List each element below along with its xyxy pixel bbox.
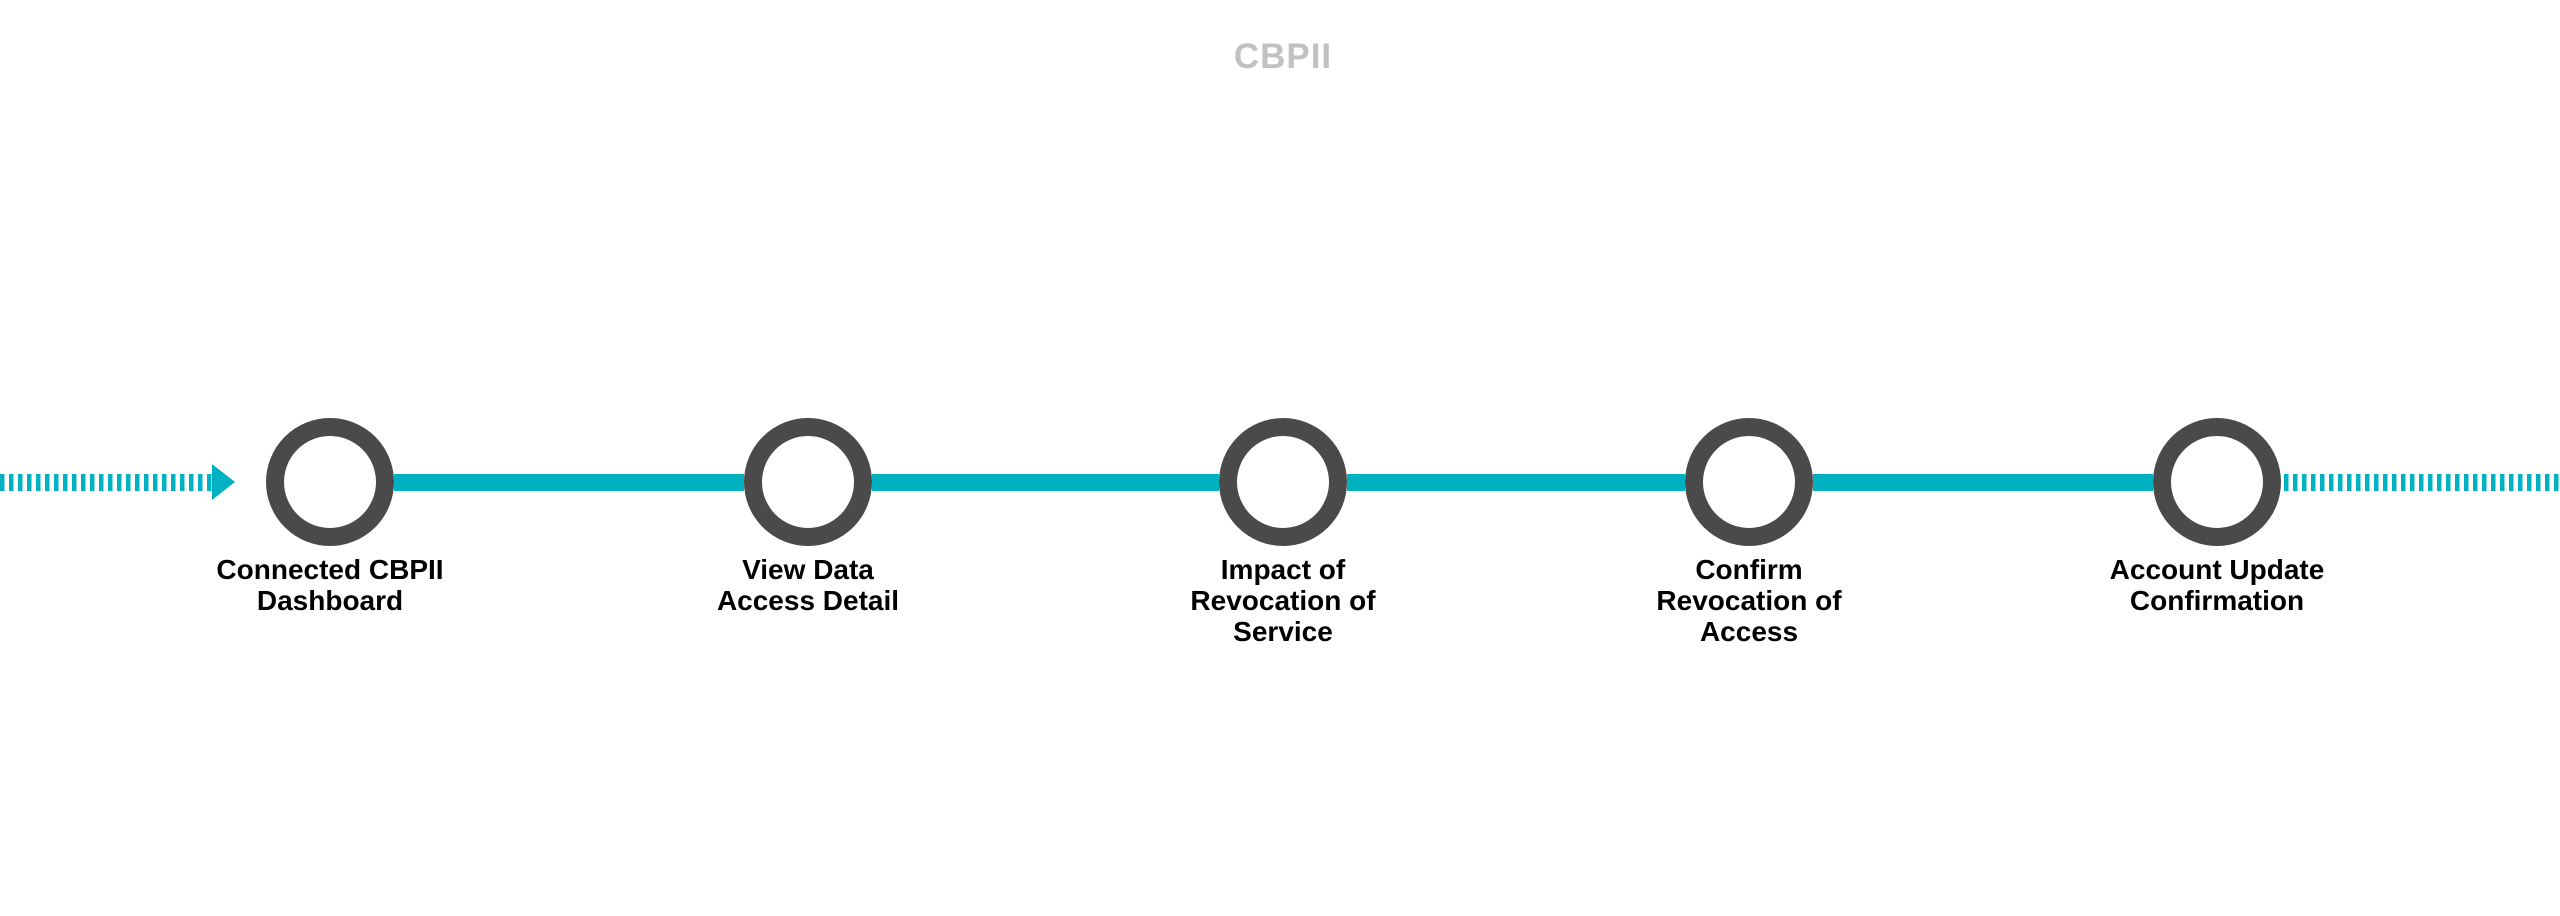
step-label: View Data Access Detail — [716, 554, 900, 616]
step-circle-connected-cbpii-dashboard — [266, 418, 394, 546]
flow-arrowhead-icon — [212, 464, 235, 500]
diagram-title: CBPII — [1233, 37, 1333, 76]
connector-line — [394, 474, 744, 491]
step-circle-confirm-revocation — [1685, 418, 1813, 546]
step-label: Connected CBPII Dashboard — [216, 554, 444, 616]
connector-line — [1347, 474, 1685, 491]
step-label: Impact of Revocation of Service — [1190, 554, 1376, 647]
step-label: Confirm Revocation of Access — [1656, 554, 1842, 647]
connector-line — [1813, 474, 2153, 491]
step-circle-impact-of-revocation — [1219, 418, 1347, 546]
connector-line — [872, 474, 1219, 491]
outgoing-flow-dashed-line — [2284, 474, 2560, 491]
step-circle-view-data-access-detail — [744, 418, 872, 546]
step-circle-account-update-confirmation — [2153, 418, 2281, 546]
step-label: Account Update Confirmation — [2109, 554, 2325, 616]
incoming-flow-dashed-line — [0, 474, 212, 491]
